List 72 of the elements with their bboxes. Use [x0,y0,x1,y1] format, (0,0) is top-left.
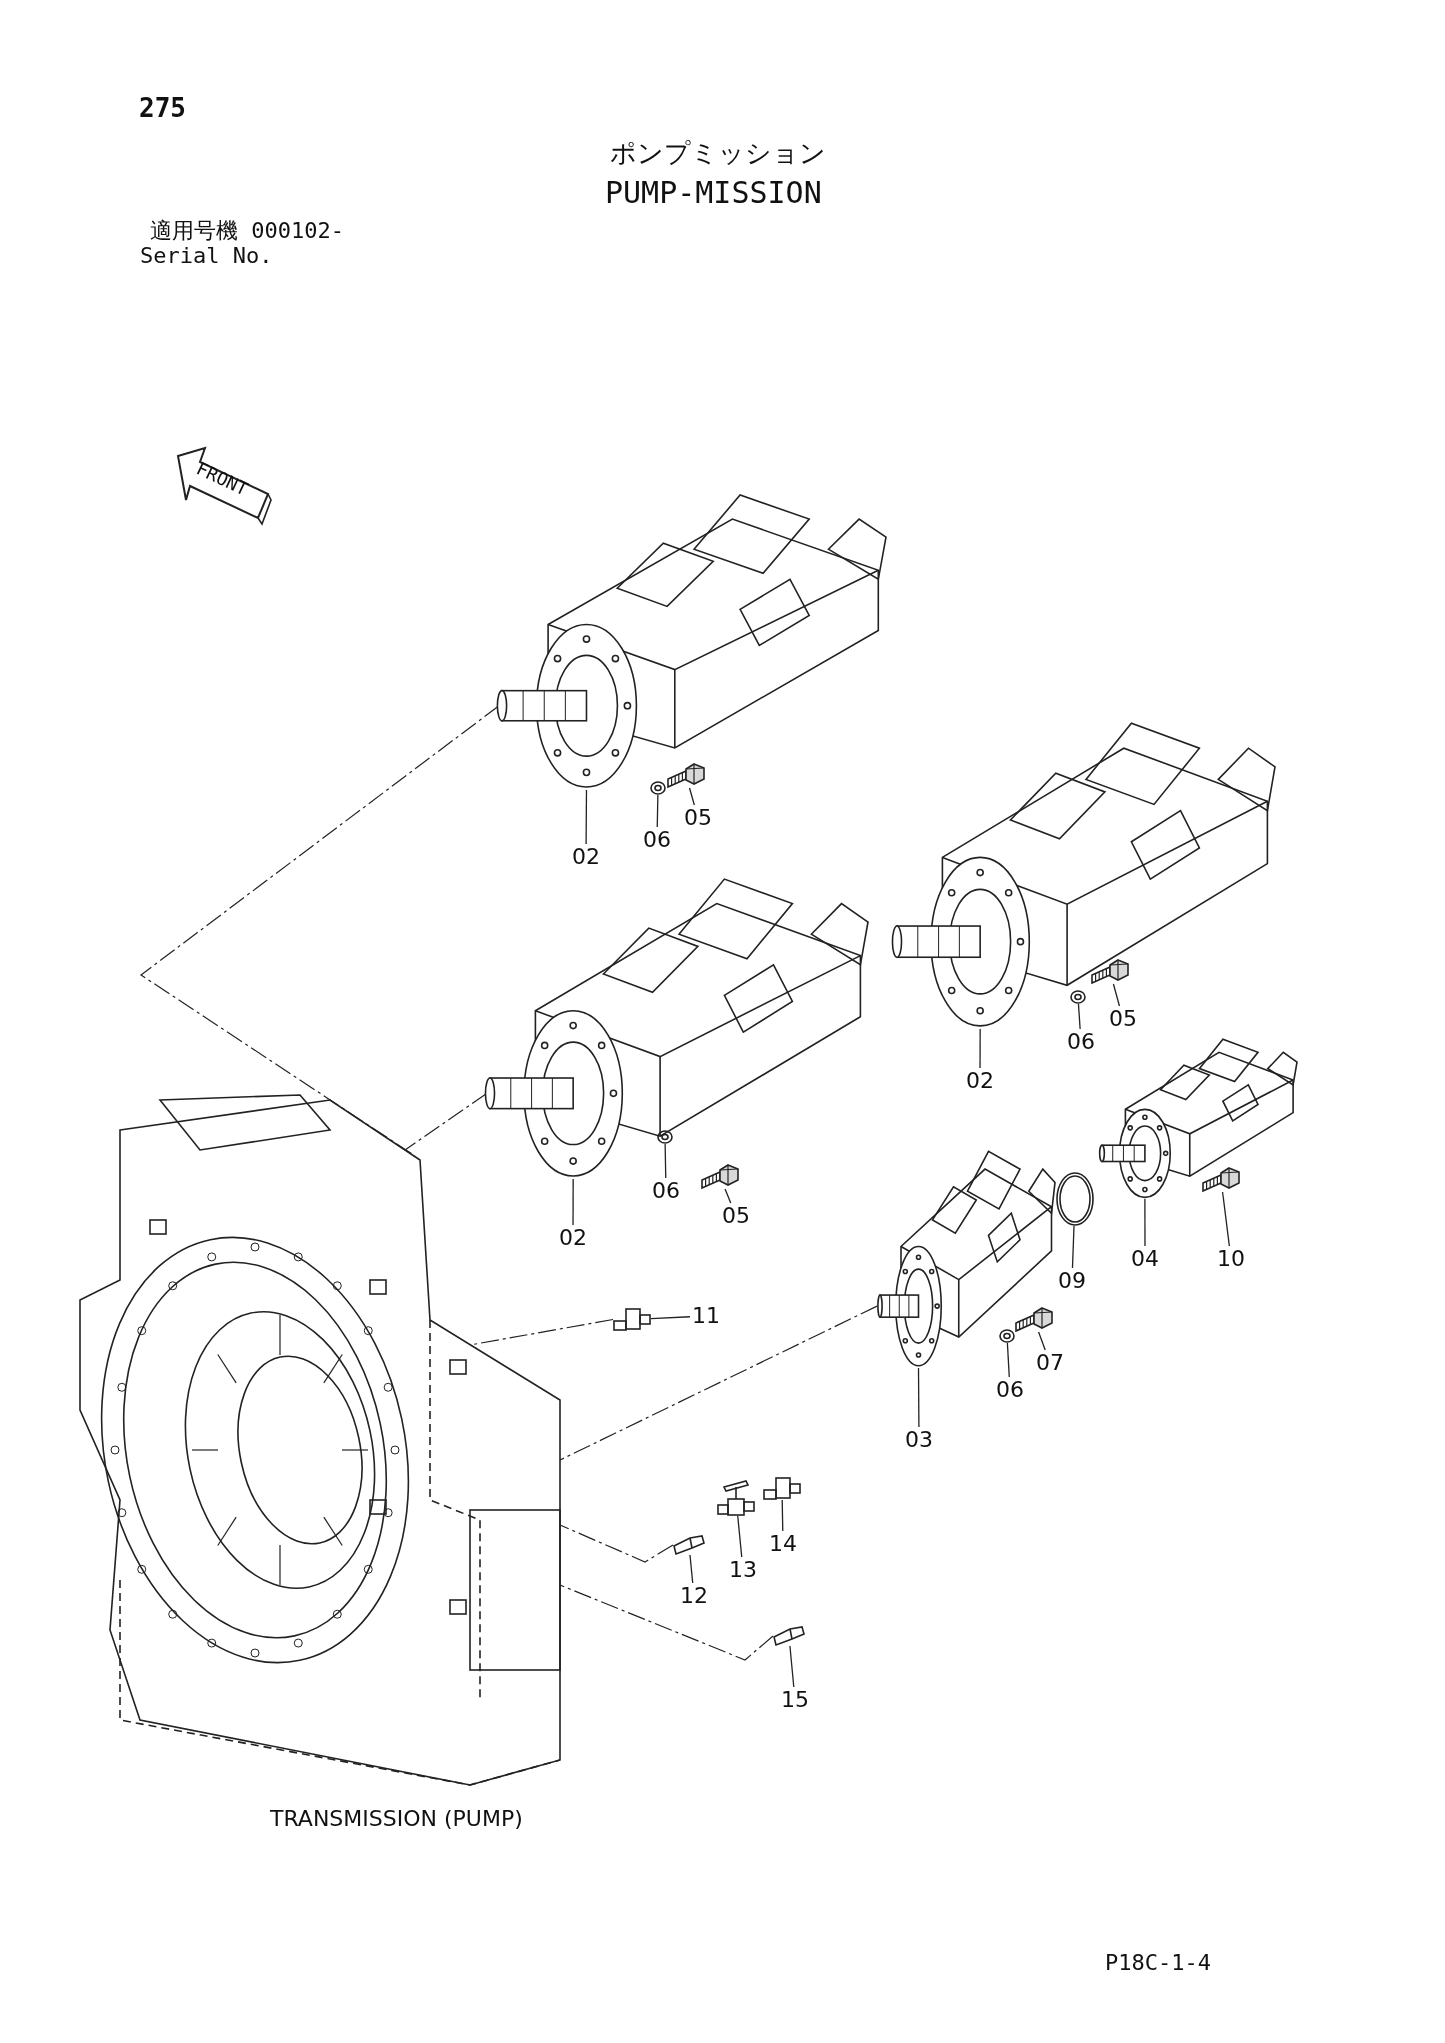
callout-number: 14 [769,1533,797,1555]
callout-number: 05 [1109,1008,1137,1030]
serial-number-label: Serial No. [140,245,273,267]
part-name: TRANSMISSION (PUMP) [270,1808,523,1830]
callout-number: 13 [729,1559,757,1581]
title: PUMP-MISSION [605,178,822,208]
callout-number: 06 [652,1180,680,1202]
assembly-line [559,1305,878,1461]
hydraulic-pump-drawing [496,494,887,788]
nipple-fitting-drawing [673,1535,705,1556]
callout-number: 02 [572,846,600,868]
leader-line [917,1367,920,1428]
callout-number: 04 [1131,1248,1159,1270]
leader-line [689,1554,694,1584]
leader-line [688,787,695,806]
callout-number: 12 [680,1585,708,1607]
leader-line [781,1499,784,1532]
japanese-title: ポンプミッション [610,140,826,166]
leader-line [1112,983,1121,1007]
leader-line [1037,1331,1046,1351]
leader-line [1077,1003,1081,1030]
leader-line [585,789,588,845]
callout-number: 05 [722,1205,750,1227]
hydraulic-pump-drawing [484,878,869,1177]
assembly-line [559,1584,774,1661]
leader-line [737,1515,743,1558]
elbow-fitting-drawing [763,1477,801,1500]
callout-number: 05 [684,807,712,829]
callout-number: 06 [643,829,671,851]
callout-number: 11 [692,1305,720,1327]
callout-number: 06 [1067,1031,1095,1053]
washer-drawing [657,1130,673,1144]
washer-drawing [1070,990,1086,1004]
nipple-fitting-drawing [773,1626,805,1647]
leader-line [1071,1225,1075,1269]
leader-line [724,1188,732,1204]
bolt-drawing [667,763,705,789]
bolt-drawing [1202,1167,1240,1193]
bolt-drawing [1091,959,1129,985]
washer-drawing [650,781,666,795]
elbow-fitting-drawing [613,1308,651,1331]
o-ring-drawing [1056,1172,1094,1226]
callout-number: 07 [1036,1352,1064,1374]
leader-line [656,794,659,828]
hydraulic-pump-drawing [1098,1038,1298,1199]
leader-line [664,1143,667,1179]
bolt-drawing [1015,1307,1053,1333]
transmission-housing-drawing [79,1094,561,1786]
assembly-line [139,705,500,1157]
hydraulic-pump-drawing [891,722,1276,1027]
bolt-drawing [701,1164,739,1190]
drawing-number: P18C-1-4 [1105,1952,1211,1974]
callout-number: 15 [781,1689,809,1711]
leader-line [572,1178,574,1226]
valve-drawing [717,1480,755,1516]
leader-line [1006,1342,1010,1378]
leader-line [979,1028,981,1069]
leader-line [789,1645,795,1688]
callout-number: 09 [1058,1270,1086,1292]
callout-number: 06 [996,1379,1024,1401]
leader-line [1221,1191,1230,1247]
leader-line [1144,1198,1146,1247]
serial-number-text: 適用号機 000102- [150,220,344,242]
assembly-line [404,1092,488,1151]
callout-number: 03 [905,1429,933,1451]
washer-drawing [999,1329,1015,1343]
callout-number: 10 [1217,1248,1245,1270]
page-number: 275 [139,95,186,121]
assembly-line [559,1524,674,1563]
leader-line [650,1316,691,1320]
callout-number: 02 [559,1227,587,1249]
callout-number: 02 [966,1070,994,1092]
